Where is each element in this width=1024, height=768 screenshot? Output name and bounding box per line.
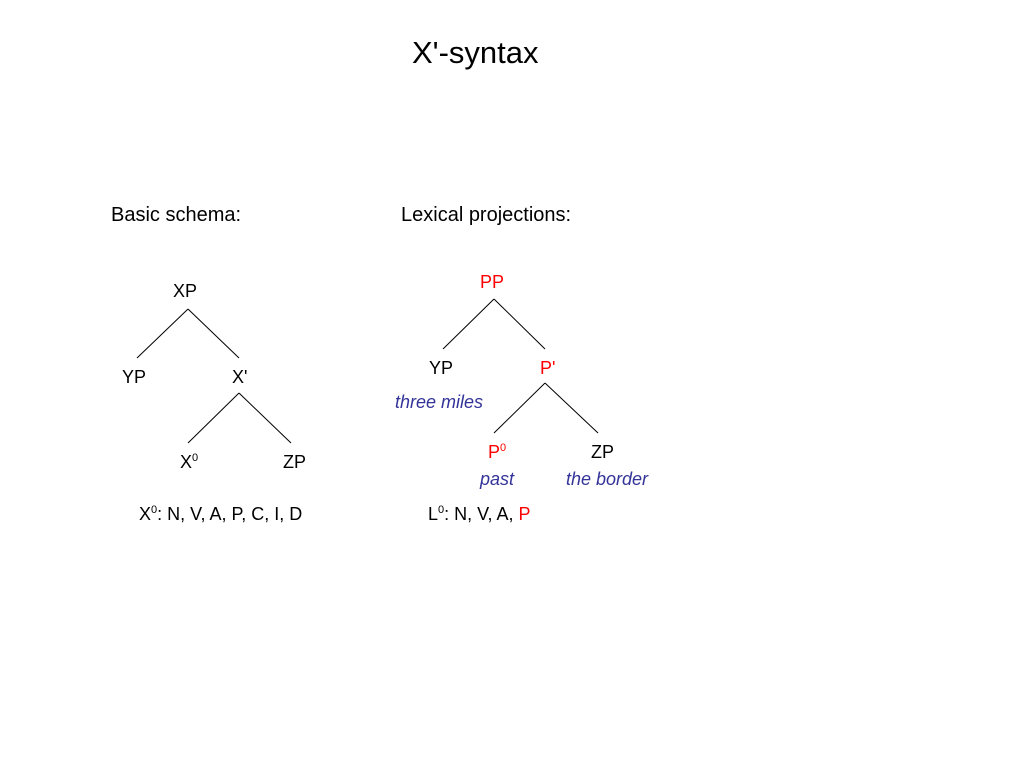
p0-node-superscript: 0 xyxy=(500,442,507,454)
l0-categories-list: : N, V, A, xyxy=(444,504,519,524)
yp-node: YP xyxy=(122,367,147,387)
branch-pp-yp xyxy=(442,298,495,350)
l0-categories-base: L xyxy=(428,504,439,524)
gloss-the-border: the border xyxy=(566,469,649,489)
xp-node: XP xyxy=(173,281,198,301)
x0-node-base: X xyxy=(180,452,193,472)
l0-categories-highlight: P xyxy=(518,504,531,524)
branch-pp-pbar xyxy=(493,298,546,350)
branch-xbar-x0 xyxy=(187,392,240,444)
branch-pbar-zp xyxy=(544,382,599,434)
p0-node: P0 xyxy=(488,442,507,462)
zp-node: ZP xyxy=(283,452,307,472)
basic-schema-heading: Basic schema: xyxy=(111,204,242,226)
x0-categories-superscript: 0 xyxy=(151,504,158,516)
x0-categories: X0: N, V, A, P, C, I, D xyxy=(139,504,303,524)
x0-node-superscript: 0 xyxy=(192,452,199,464)
branch-pbar-p0 xyxy=(493,382,546,434)
pp-node: PP xyxy=(480,272,505,292)
x0-categories-base: X xyxy=(139,504,152,524)
lexical-projections-heading: Lexical projections: xyxy=(401,204,572,226)
l0-categories-superscript: 0 xyxy=(438,504,445,516)
x0-categories-list: : N, V, A, P, C, I, D xyxy=(157,504,303,524)
gloss-past: past xyxy=(480,469,515,489)
l0-categories: L0: N, V, A, P xyxy=(428,504,531,524)
p-bar-node: P' xyxy=(540,358,556,378)
x-bar-node: X' xyxy=(232,367,248,387)
branch-xbar-zp xyxy=(238,392,292,444)
branch-xp-xbar xyxy=(187,308,240,359)
p-zp-node: ZP xyxy=(591,442,615,462)
branch-xp-yp xyxy=(136,308,189,359)
x0-node: X0 xyxy=(180,452,199,472)
gloss-three-miles: three miles xyxy=(395,392,484,412)
p0-node-base: P xyxy=(488,442,501,462)
p-yp-node: YP xyxy=(429,358,454,378)
slide-title: X'-syntax xyxy=(412,35,539,70)
